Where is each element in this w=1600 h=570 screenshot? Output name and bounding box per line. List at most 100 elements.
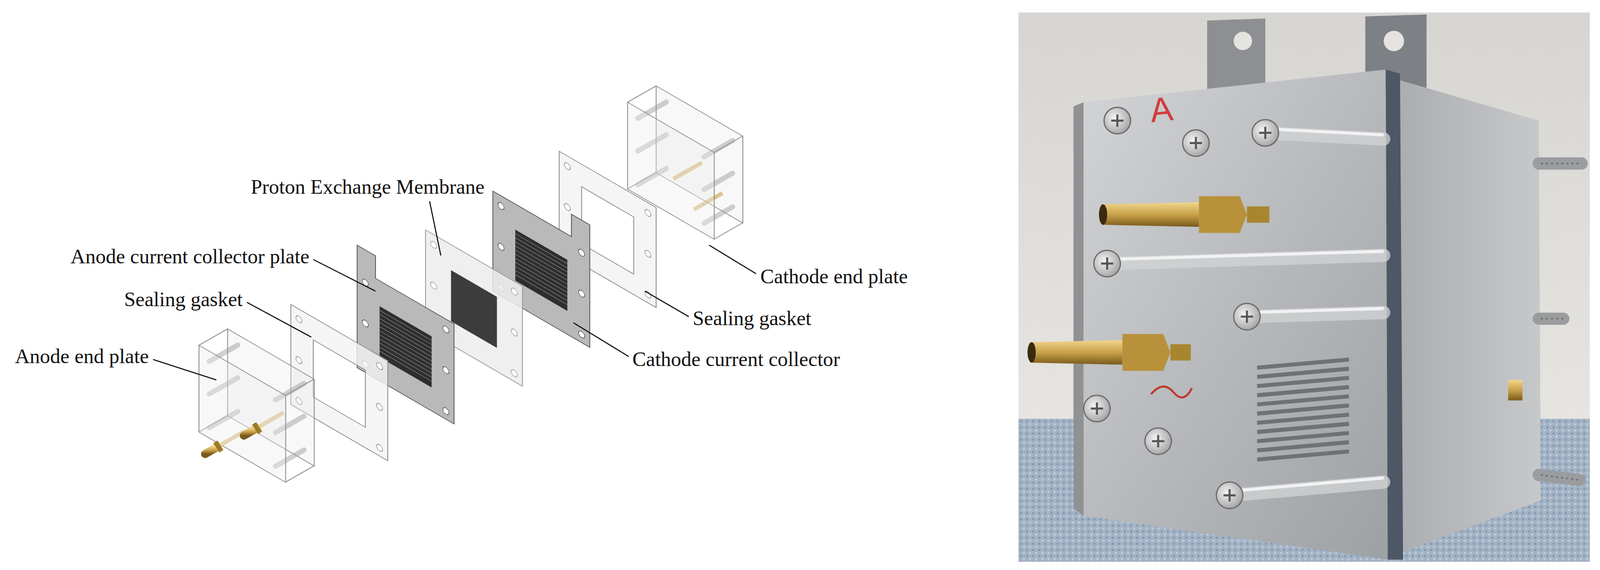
part-label: Proton Exchange Membrane	[250, 174, 485, 199]
bolt-hole	[430, 280, 437, 291]
bolt-hole	[564, 161, 571, 171]
barb-opening	[1098, 204, 1108, 225]
part-label: Sealing gasket	[124, 287, 243, 312]
leader-line	[247, 302, 312, 337]
bolt-hole	[511, 286, 518, 297]
threaded-rod-end	[1538, 474, 1580, 480]
fitting-nut	[1199, 196, 1248, 234]
flow-field	[515, 229, 568, 311]
plate-edge	[285, 465, 315, 483]
screw-slot	[1100, 257, 1114, 270]
barb-opening	[1027, 341, 1036, 363]
screw-slot	[1090, 402, 1103, 415]
flow-channel	[379, 330, 432, 361]
bolt-hole	[376, 401, 383, 412]
fitting-stem	[1246, 206, 1270, 223]
plate-front-face	[198, 344, 286, 483]
bolt-hole	[578, 247, 585, 258]
flow-channel	[1257, 450, 1349, 460]
flow-channel	[1257, 442, 1349, 451]
screw-slot	[1111, 114, 1124, 127]
bolt-hole	[578, 329, 585, 340]
threaded-rod-end	[1538, 157, 1582, 170]
bolt-hole	[578, 288, 585, 299]
flow-channel	[515, 270, 568, 301]
flow-channel	[515, 274, 568, 305]
part-label: Anode end plate	[15, 343, 149, 369]
bolt-hole	[376, 442, 383, 453]
flow-channel	[1257, 432, 1349, 442]
bolt-hole	[645, 248, 652, 259]
rod-highlight	[1265, 128, 1384, 136]
screw-head	[1083, 395, 1111, 422]
bolt-hole	[430, 239, 437, 250]
flow-channel	[515, 253, 568, 285]
screw-slot	[1240, 310, 1254, 323]
tab-hole	[1383, 30, 1404, 52]
part-label: Cathode end plate	[760, 264, 908, 289]
screw-slot	[1223, 488, 1236, 502]
marker-letter: A	[1148, 91, 1175, 128]
bolt-hole	[442, 365, 450, 376]
rod-highlight	[1229, 477, 1385, 491]
rod-thread	[1540, 474, 1580, 480]
tab-hole	[1233, 31, 1253, 51]
leader-line	[429, 200, 441, 255]
leader-line	[313, 259, 376, 291]
leader-line	[709, 245, 756, 274]
flow-channel	[515, 257, 568, 288]
bolt-hole	[376, 360, 383, 371]
flow-channel	[515, 241, 568, 272]
active-area	[450, 269, 497, 348]
part-label: Sealing gasket	[692, 305, 812, 331]
front-plate-side	[1073, 102, 1084, 516]
leader-line	[573, 322, 629, 357]
rear-plate	[1387, 76, 1542, 557]
bolt-hole	[442, 324, 450, 335]
flow-channel	[1257, 368, 1349, 378]
flow-channel	[515, 237, 568, 269]
fitting-stem	[1170, 343, 1191, 361]
flow-channel	[515, 233, 568, 264]
flow-channel	[515, 250, 568, 281]
flow-channel	[379, 309, 432, 341]
bolt-hole	[295, 355, 303, 365]
screw-head	[1104, 107, 1132, 135]
flow-channel	[379, 314, 432, 345]
bolt-hole	[498, 200, 505, 211]
flow-channel	[1257, 423, 1349, 432]
hose-barb	[1030, 340, 1123, 365]
flow-channel	[1257, 359, 1349, 368]
rod-highlight	[1246, 308, 1384, 313]
screw-head	[1216, 481, 1243, 509]
flow-channel	[379, 326, 432, 357]
leader-line	[645, 290, 689, 317]
part-label: Anode current collector plate	[70, 244, 310, 269]
photo	[1018, 12, 1590, 561]
flow-channel	[1257, 377, 1349, 386]
screw-slot	[1258, 126, 1272, 139]
plate-edge	[198, 328, 228, 346]
flow-channel	[515, 245, 568, 276]
flow-channel	[379, 318, 432, 349]
flow-channel	[1257, 386, 1349, 396]
screw-head	[1233, 303, 1261, 330]
screw-slot	[1151, 434, 1165, 448]
bolt-hole	[511, 327, 518, 338]
flow-channel	[1257, 395, 1349, 405]
bolt-hole	[511, 368, 518, 378]
photo-background	[1018, 12, 1590, 561]
bolt-hole	[564, 201, 571, 212]
flow-channel	[1257, 414, 1349, 423]
bolt-hole	[442, 406, 450, 416]
red-wire	[1150, 386, 1192, 397]
anode-end-plate	[198, 328, 315, 483]
flow-channel	[379, 322, 432, 353]
screw-head	[1094, 250, 1121, 277]
rod-highlight	[1107, 251, 1384, 260]
bolt-hole	[498, 241, 505, 252]
plate-edge	[627, 85, 657, 103]
rod-thread	[1540, 317, 1564, 320]
screw-head	[1252, 119, 1279, 147]
